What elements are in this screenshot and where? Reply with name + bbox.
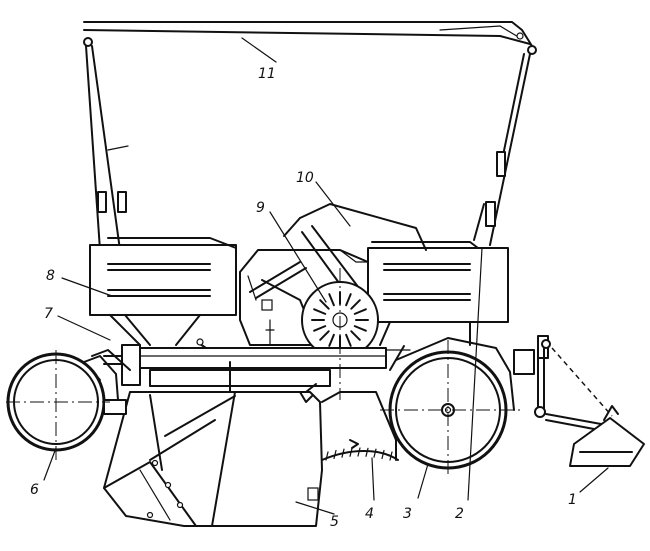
canopy-frame xyxy=(83,21,537,251)
disc-slot xyxy=(350,330,361,341)
disc-slot xyxy=(345,293,352,307)
disc-slot xyxy=(345,333,352,347)
disc-slot xyxy=(328,293,335,307)
press-wheel xyxy=(388,337,515,470)
disc-slot xyxy=(319,299,330,310)
soil-tick xyxy=(333,449,337,460)
soil-tick xyxy=(357,447,361,457)
callout-9: 9 xyxy=(256,200,265,216)
callout-11: 11 xyxy=(258,66,276,82)
callout-5: 5 xyxy=(330,514,339,530)
disc-slot xyxy=(313,308,327,315)
callout-3: 3 xyxy=(403,506,412,522)
disc-slot xyxy=(350,299,361,310)
leader-lines xyxy=(43,37,609,515)
disc-slot xyxy=(328,333,335,347)
soil-tick xyxy=(381,449,385,460)
linkage-rods xyxy=(261,299,317,393)
soil-tick xyxy=(373,448,377,458)
callout-labels: 1 2 3 4 5 6 7 8 9 10 11 xyxy=(30,66,577,530)
soil-tick xyxy=(389,451,393,461)
coulter-box xyxy=(103,391,323,527)
callout-1: 1 xyxy=(568,492,577,508)
left-seat-box xyxy=(89,237,237,346)
soil-tick xyxy=(325,451,329,461)
disc-slot xyxy=(353,308,367,315)
callout-10: 10 xyxy=(296,170,314,186)
soil-tick xyxy=(349,447,353,457)
callout-8: 8 xyxy=(46,268,55,284)
main-frame-beam xyxy=(103,338,411,393)
disc-slot xyxy=(313,325,327,332)
marker-arm xyxy=(513,335,645,467)
callout-4: 4 xyxy=(365,506,374,522)
soil-tick xyxy=(365,447,369,457)
disc-slot xyxy=(353,325,367,332)
soil-tick xyxy=(341,448,345,458)
right-seat-box xyxy=(367,241,509,346)
centerlines xyxy=(6,268,520,478)
ground-section xyxy=(321,391,399,461)
callout-2: 2 xyxy=(455,506,464,522)
callout-6: 6 xyxy=(30,482,39,498)
callout-7: 7 xyxy=(44,306,53,322)
disc-slot xyxy=(319,330,330,341)
